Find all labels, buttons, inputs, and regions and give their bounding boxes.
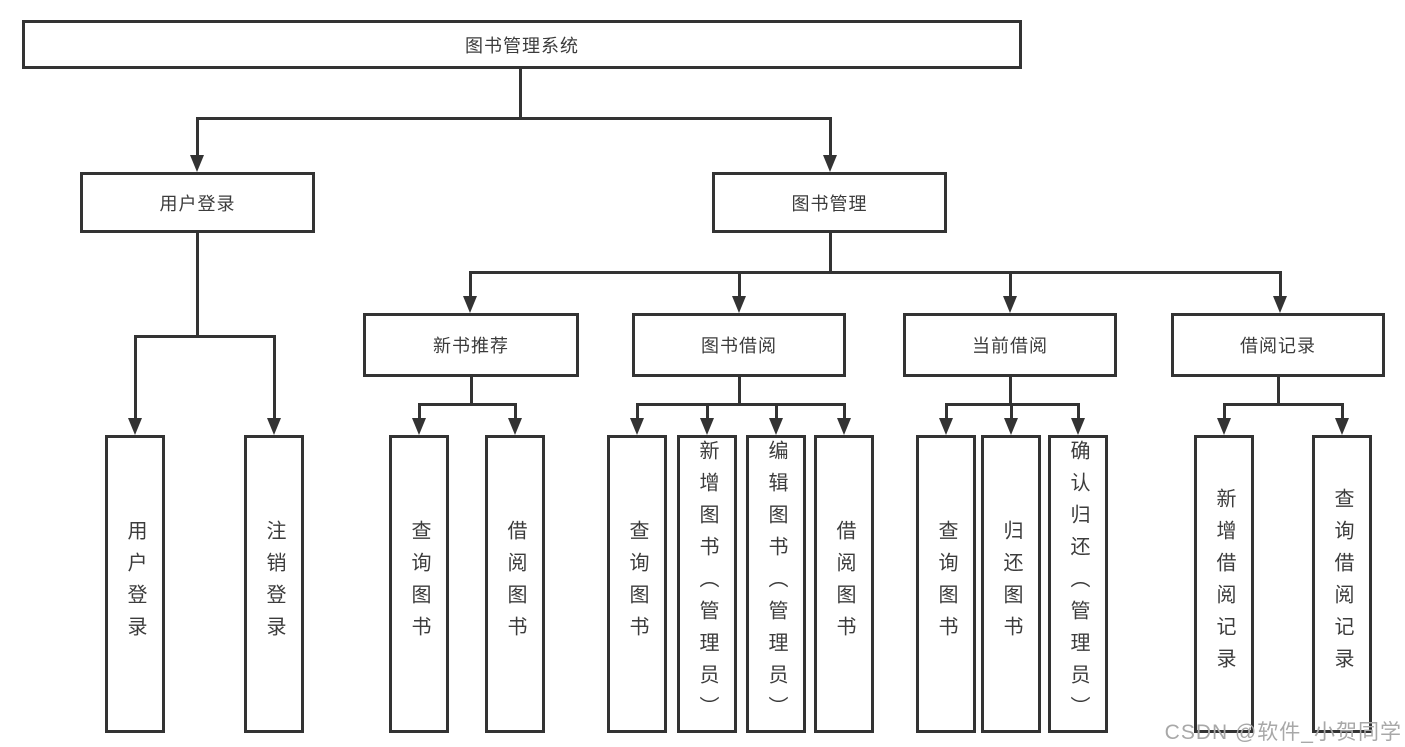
connector-line xyxy=(1278,272,1282,296)
arrow-down-icon xyxy=(508,418,522,435)
connector-line xyxy=(468,270,1282,274)
arrow-down-icon xyxy=(837,418,851,435)
connector-line xyxy=(1340,404,1344,418)
node-borrowing-records: 借阅记录 xyxy=(1171,313,1385,377)
connector-line xyxy=(195,118,199,156)
node-label: 借阅图书 xyxy=(833,520,855,648)
node-borrow-books-borrowing: 借阅图书 xyxy=(814,435,874,733)
connector-line xyxy=(705,404,709,418)
arrow-down-icon xyxy=(1003,296,1017,313)
arrow-down-icon xyxy=(1004,418,1018,435)
node-label: 新增借阅记录 xyxy=(1213,488,1235,680)
node-label: 查询图书 xyxy=(626,520,648,648)
node-add-borrowing-record: 新增借阅记录 xyxy=(1194,435,1254,733)
node-query-books-current: 查询图书 xyxy=(916,435,976,733)
node-label: 查询借阅记录 xyxy=(1331,488,1353,680)
connector-line xyxy=(1076,404,1080,418)
node-confirm-return-admin: 确认归还（管理员） xyxy=(1048,435,1108,733)
arrow-down-icon xyxy=(700,418,714,435)
connector-line xyxy=(737,272,741,296)
connector-line xyxy=(1008,272,1012,296)
node-label: 确认归还（管理员） xyxy=(1067,440,1089,728)
connector-line xyxy=(828,233,832,272)
connector-line xyxy=(1222,402,1344,406)
node-borrow-books-recommend: 借阅图书 xyxy=(485,435,545,733)
connector-line xyxy=(842,404,846,418)
arrow-down-icon xyxy=(463,296,477,313)
connector-line xyxy=(1009,404,1013,418)
connector-line xyxy=(944,404,948,418)
arrow-down-icon xyxy=(1217,418,1231,435)
node-query-books-recommend: 查询图书 xyxy=(389,435,449,733)
connector-line xyxy=(469,377,473,404)
connector-line xyxy=(133,334,276,338)
node-user-login: 用户登录 xyxy=(80,172,315,233)
node-label: 当前借阅 xyxy=(972,336,1048,356)
node-label: 用户登录 xyxy=(159,193,236,214)
node-label: 查询图书 xyxy=(935,520,957,648)
connector-line xyxy=(195,233,199,336)
node-label: 新书推荐 xyxy=(433,336,509,356)
node-query-books-borrowing: 查询图书 xyxy=(607,435,667,733)
node-edit-books-admin: 编辑图书（管理员） xyxy=(746,435,806,733)
node-book-borrowing: 图书借阅 xyxy=(632,313,846,377)
arrow-down-icon xyxy=(1071,418,1085,435)
arrow-down-icon xyxy=(190,155,204,172)
connector-line xyxy=(468,272,472,296)
arrow-down-icon xyxy=(823,155,837,172)
node-label: 图书管理 xyxy=(791,193,868,214)
node-label: 注销登录 xyxy=(263,520,285,648)
node-label: 新增图书（管理员） xyxy=(696,440,718,728)
node-book-management: 图书管理 xyxy=(712,172,947,233)
node-query-borrowing-record: 查询借阅记录 xyxy=(1312,435,1372,733)
connector-line xyxy=(1008,377,1012,404)
connector-line xyxy=(513,404,517,418)
node-label: 编辑图书（管理员） xyxy=(765,440,787,728)
arrow-down-icon xyxy=(939,418,953,435)
node-label: 查询图书 xyxy=(408,520,430,648)
node-label: 图书管理系统 xyxy=(465,35,579,56)
arrow-down-icon xyxy=(267,418,281,435)
connector-line xyxy=(774,404,778,418)
node-library-management-system: 图书管理系统 xyxy=(22,20,1022,69)
arrow-down-icon xyxy=(630,418,644,435)
node-return-books: 归还图书 xyxy=(981,435,1041,733)
connector-line xyxy=(195,116,832,120)
node-label: 用户登录 xyxy=(124,520,146,648)
connector-line xyxy=(1276,377,1280,404)
connector-line xyxy=(272,336,276,418)
node-label: 借阅记录 xyxy=(1240,336,1316,356)
connector-line xyxy=(635,404,639,418)
connector-line xyxy=(1222,404,1226,418)
connector-line xyxy=(133,336,137,418)
arrow-down-icon xyxy=(412,418,426,435)
node-label: 图书借阅 xyxy=(701,336,777,356)
connector-line xyxy=(417,402,517,406)
arrow-down-icon xyxy=(769,418,783,435)
arrow-down-icon xyxy=(1273,296,1287,313)
arrow-down-icon xyxy=(128,418,142,435)
connector-line xyxy=(518,68,522,118)
node-new-book-recommendation: 新书推荐 xyxy=(363,313,579,377)
connector-line xyxy=(737,377,741,404)
node-user-login-leaf: 用户登录 xyxy=(105,435,165,733)
node-label: 归还图书 xyxy=(1000,520,1022,648)
watermark: CSDN @软件_小贺同学 xyxy=(1164,721,1402,744)
node-add-books-admin: 新增图书（管理员） xyxy=(677,435,737,733)
connector-line xyxy=(417,404,421,418)
node-label: 借阅图书 xyxy=(504,520,526,648)
node-logout: 注销登录 xyxy=(244,435,304,733)
arrow-down-icon xyxy=(1335,418,1349,435)
connector-line xyxy=(635,402,846,406)
connector-line xyxy=(828,118,832,156)
node-current-borrowing: 当前借阅 xyxy=(903,313,1117,377)
arrow-down-icon xyxy=(732,296,746,313)
